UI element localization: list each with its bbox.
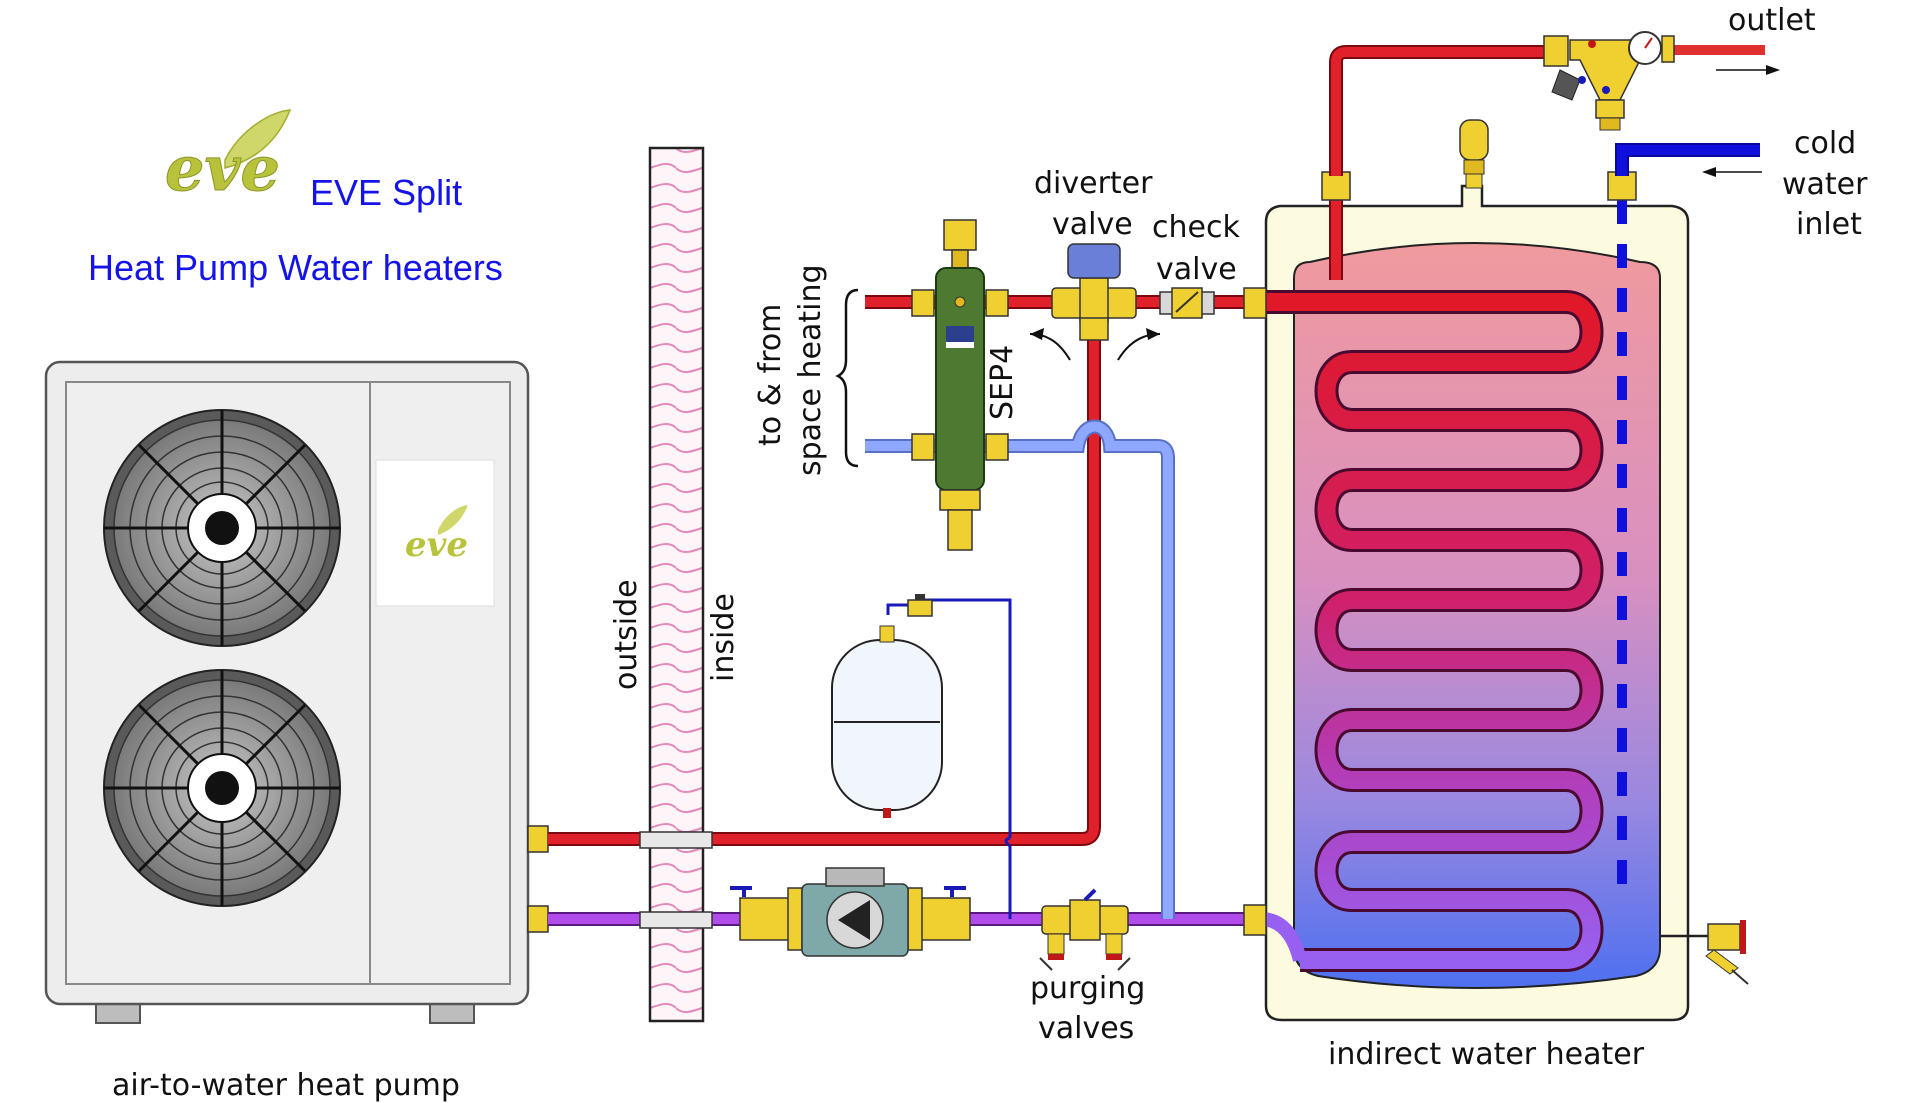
fan-bottom	[103, 669, 341, 907]
svg-text:eve: eve	[405, 525, 468, 565]
inside-label: inside	[706, 593, 741, 682]
diverter-label-line1: diverter	[1034, 166, 1153, 201]
check-label-line2: valve	[1156, 252, 1237, 287]
sep4-separator	[911, 219, 1009, 551]
space-heating-label-line1: to & from	[753, 304, 788, 446]
brand-subtitle: Heat Pump Water heaters	[88, 247, 503, 288]
wall-insulation	[648, 146, 705, 1023]
cold-label-line2: water	[1782, 167, 1868, 202]
hot-water-outlet-pipe	[1329, 45, 1765, 176]
check-valve	[1159, 287, 1215, 319]
outlet-arrow	[1716, 65, 1780, 75]
brand-title: EVE Split	[310, 172, 462, 213]
diverter-valve	[1029, 243, 1161, 361]
eve-logo-text: eve	[165, 132, 280, 205]
purging-label-line2: valves	[1038, 1011, 1134, 1046]
cold-water-inlet-pipe	[1615, 143, 1760, 176]
sep4-label: SEP4	[985, 345, 1020, 420]
cold-label-line1: cold	[1794, 126, 1856, 161]
check-label-line1: check	[1152, 210, 1240, 245]
brand-block: eve EVE Split Heat Pump Water heaters	[88, 109, 503, 288]
outside-label: outside	[609, 579, 644, 690]
outlet-label: outlet	[1728, 3, 1816, 38]
space-heating-brace	[835, 288, 859, 468]
cold-inlet-arrow	[1702, 167, 1762, 177]
indirect-water-heater	[1243, 119, 1749, 1022]
eve-logo: eve	[165, 109, 292, 206]
tank-label: indirect water heater	[1328, 1037, 1645, 1072]
heat-pump-unit: eve	[44, 360, 549, 1024]
supply-pipe	[548, 302, 1101, 846]
fan-top	[103, 409, 341, 647]
space-heating-label-line2: space heating	[793, 264, 828, 476]
circulator-pump	[730, 867, 971, 957]
mixing-valve	[1543, 31, 1675, 131]
expansion-tank	[831, 594, 1012, 919]
cold-label-line3: inlet	[1796, 207, 1862, 242]
diverter-label-line2: valve	[1052, 207, 1133, 242]
space-heating-return-pipe	[865, 419, 1175, 919]
purging-valves	[1039, 888, 1131, 971]
purging-label-line1: purging	[1030, 971, 1145, 1006]
heat-pump-label: air-to-water heat pump	[112, 1068, 460, 1103]
heat-pump-badge-logo: eve	[405, 505, 468, 565]
